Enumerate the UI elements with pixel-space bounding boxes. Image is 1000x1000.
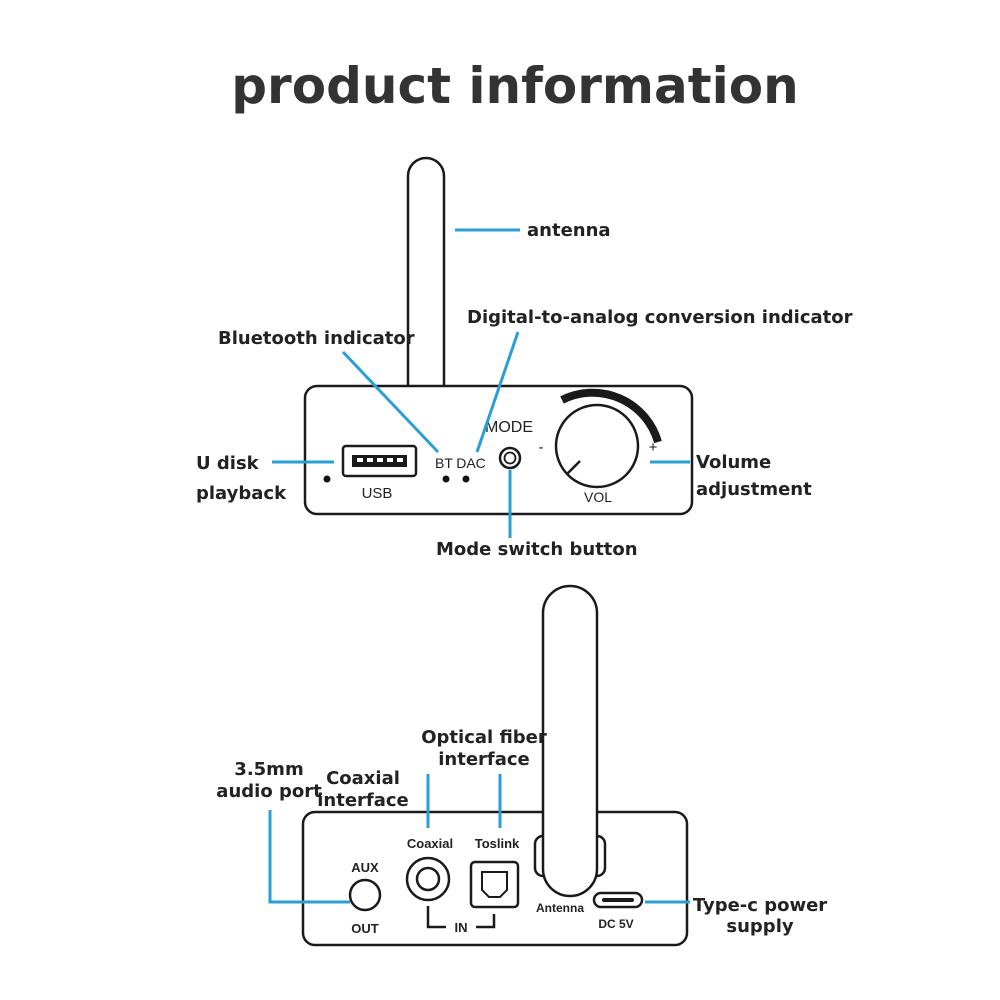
dac-leader — [475, 331, 520, 453]
callout-typec-power: Type-c power — [693, 895, 827, 916]
usb-contacts — [357, 458, 403, 462]
antenna-label: Antenna — [536, 901, 584, 915]
vol-label: VOL — [584, 489, 612, 505]
callout-audio-port: audio port — [216, 781, 322, 802]
rear-antenna — [541, 584, 599, 898]
callout-dac-indicator: Digital-to-analog conversion indicator — [467, 307, 853, 328]
in-bracket — [426, 906, 496, 929]
page-title: product information — [231, 57, 798, 115]
front-antenna — [406, 156, 446, 405]
volume-plus-label: + — [649, 439, 658, 456]
callout-mode-switch: Mode switch button — [436, 539, 638, 560]
aux-out-port — [348, 878, 382, 912]
volume-minus-label: - — [539, 439, 544, 456]
out-label: OUT — [351, 921, 379, 936]
rear-view: Antenna AUX OUT Coaxial Toslink IN DC 5V… — [216, 584, 827, 947]
toslink-port-inner — [481, 871, 508, 898]
audio-port-leader — [268, 810, 350, 904]
left-indicator-dot — [323, 475, 331, 483]
callout-antenna: antenna — [527, 220, 611, 241]
dc5v-label: DC 5V — [598, 917, 633, 931]
callout-supply: supply — [726, 916, 793, 937]
callout-coaxial-interface: interface — [317, 790, 409, 811]
volume-knob[interactable] — [554, 403, 640, 489]
typec-port-tongue — [602, 898, 634, 902]
callout-coaxial: Coaxial — [326, 768, 400, 789]
coaxial-port-label: Coaxial — [407, 836, 453, 851]
bluetooth-leader — [341, 350, 440, 454]
mode-button-inner — [503, 451, 517, 465]
aux-label: AUX — [351, 860, 379, 875]
callout-playback: playback — [196, 483, 287, 504]
in-label: IN — [455, 920, 468, 935]
volume-arc — [560, 388, 662, 444]
dac-led — [462, 475, 470, 483]
front-view: USB BT DAC MODE - + VOL antenna Bluetoot… — [196, 156, 853, 560]
bt-label: BT — [435, 455, 453, 471]
callout-adjustment: adjustment — [696, 479, 812, 500]
callout-optical-fiber: Optical fiber — [421, 727, 547, 748]
callout-optical-interface: interface — [438, 749, 530, 770]
callout-volume: Volume — [696, 452, 771, 473]
volume-knob-pointer — [566, 460, 581, 475]
coaxial-port-inner — [415, 866, 441, 892]
callout-u-disk: U disk — [196, 453, 260, 474]
callout-3-5mm: 3.5mm — [234, 759, 303, 780]
dac-label: DAC — [456, 455, 486, 471]
mode-label: MODE — [485, 419, 533, 436]
bt-led — [442, 475, 450, 483]
usb-label: USB — [362, 485, 393, 502]
callout-bluetooth-indicator: Bluetooth indicator — [218, 328, 415, 349]
toslink-label: Toslink — [475, 836, 520, 851]
